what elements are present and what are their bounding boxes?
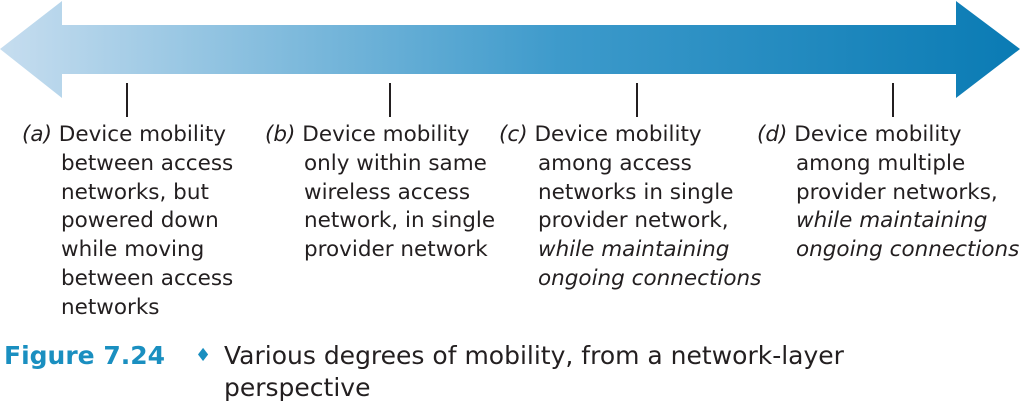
item-c-italic-1: ongoing connections bbox=[538, 265, 762, 291]
item-d-italic-1: ongoing connections bbox=[796, 237, 1020, 263]
item-d-tag: (d) bbox=[757, 122, 788, 147]
item-b-line-2: wireless access bbox=[304, 179, 471, 205]
item-b-line-4: provider network bbox=[304, 237, 488, 263]
item-c-tag: (c) bbox=[499, 122, 528, 147]
item-c: (c) Device mobility among access network… bbox=[499, 121, 761, 294]
mobility-spectrum-arrow bbox=[0, 1, 1020, 98]
item-b-tag: (b) bbox=[265, 122, 296, 147]
item-b-line-3: network, in single bbox=[304, 208, 496, 234]
item-a: (a) Device mobility between access netwo… bbox=[22, 121, 233, 323]
item-a-line-1: between access bbox=[61, 150, 234, 176]
item-a-line-2: networks, but bbox=[61, 179, 209, 205]
caption-text: Various degrees of mobility, from a netw… bbox=[224, 341, 844, 402]
item-c-line-3: provider network, bbox=[538, 208, 729, 234]
tick-b bbox=[389, 83, 391, 117]
item-a-line-3: powered down bbox=[61, 208, 219, 234]
item-c-line-0: Device mobility bbox=[534, 122, 702, 147]
item-a-line-4: while moving bbox=[61, 237, 205, 263]
item-d: (d) Device mobility among multiple provi… bbox=[757, 121, 1019, 265]
item-a-tag: (a) bbox=[22, 122, 52, 147]
diamond-icon: ♦ bbox=[195, 345, 212, 366]
tick-a bbox=[126, 83, 128, 117]
item-b-line-0: Device mobility bbox=[302, 122, 470, 147]
figure-label: Figure 7.24 bbox=[4, 341, 166, 370]
tick-c bbox=[636, 83, 638, 117]
item-d-line-2: provider networks, bbox=[796, 179, 998, 205]
item-a-line-0: Device mobility bbox=[58, 122, 226, 147]
item-d-italic-0: while maintaining bbox=[796, 208, 988, 234]
item-d-line-1: among multiple bbox=[796, 150, 966, 176]
tick-d bbox=[892, 83, 894, 117]
item-a-line-5: between access bbox=[61, 265, 234, 291]
item-a-line-6: networks bbox=[61, 294, 160, 320]
item-c-line-1: among access bbox=[538, 150, 692, 176]
item-b-line-1: only within same bbox=[304, 150, 487, 176]
item-b: (b) Device mobility only within same wir… bbox=[265, 121, 495, 265]
item-c-line-2: networks in single bbox=[538, 179, 734, 205]
item-d-line-0: Device mobility bbox=[794, 122, 962, 147]
item-c-italic-0: while maintaining bbox=[538, 237, 730, 263]
